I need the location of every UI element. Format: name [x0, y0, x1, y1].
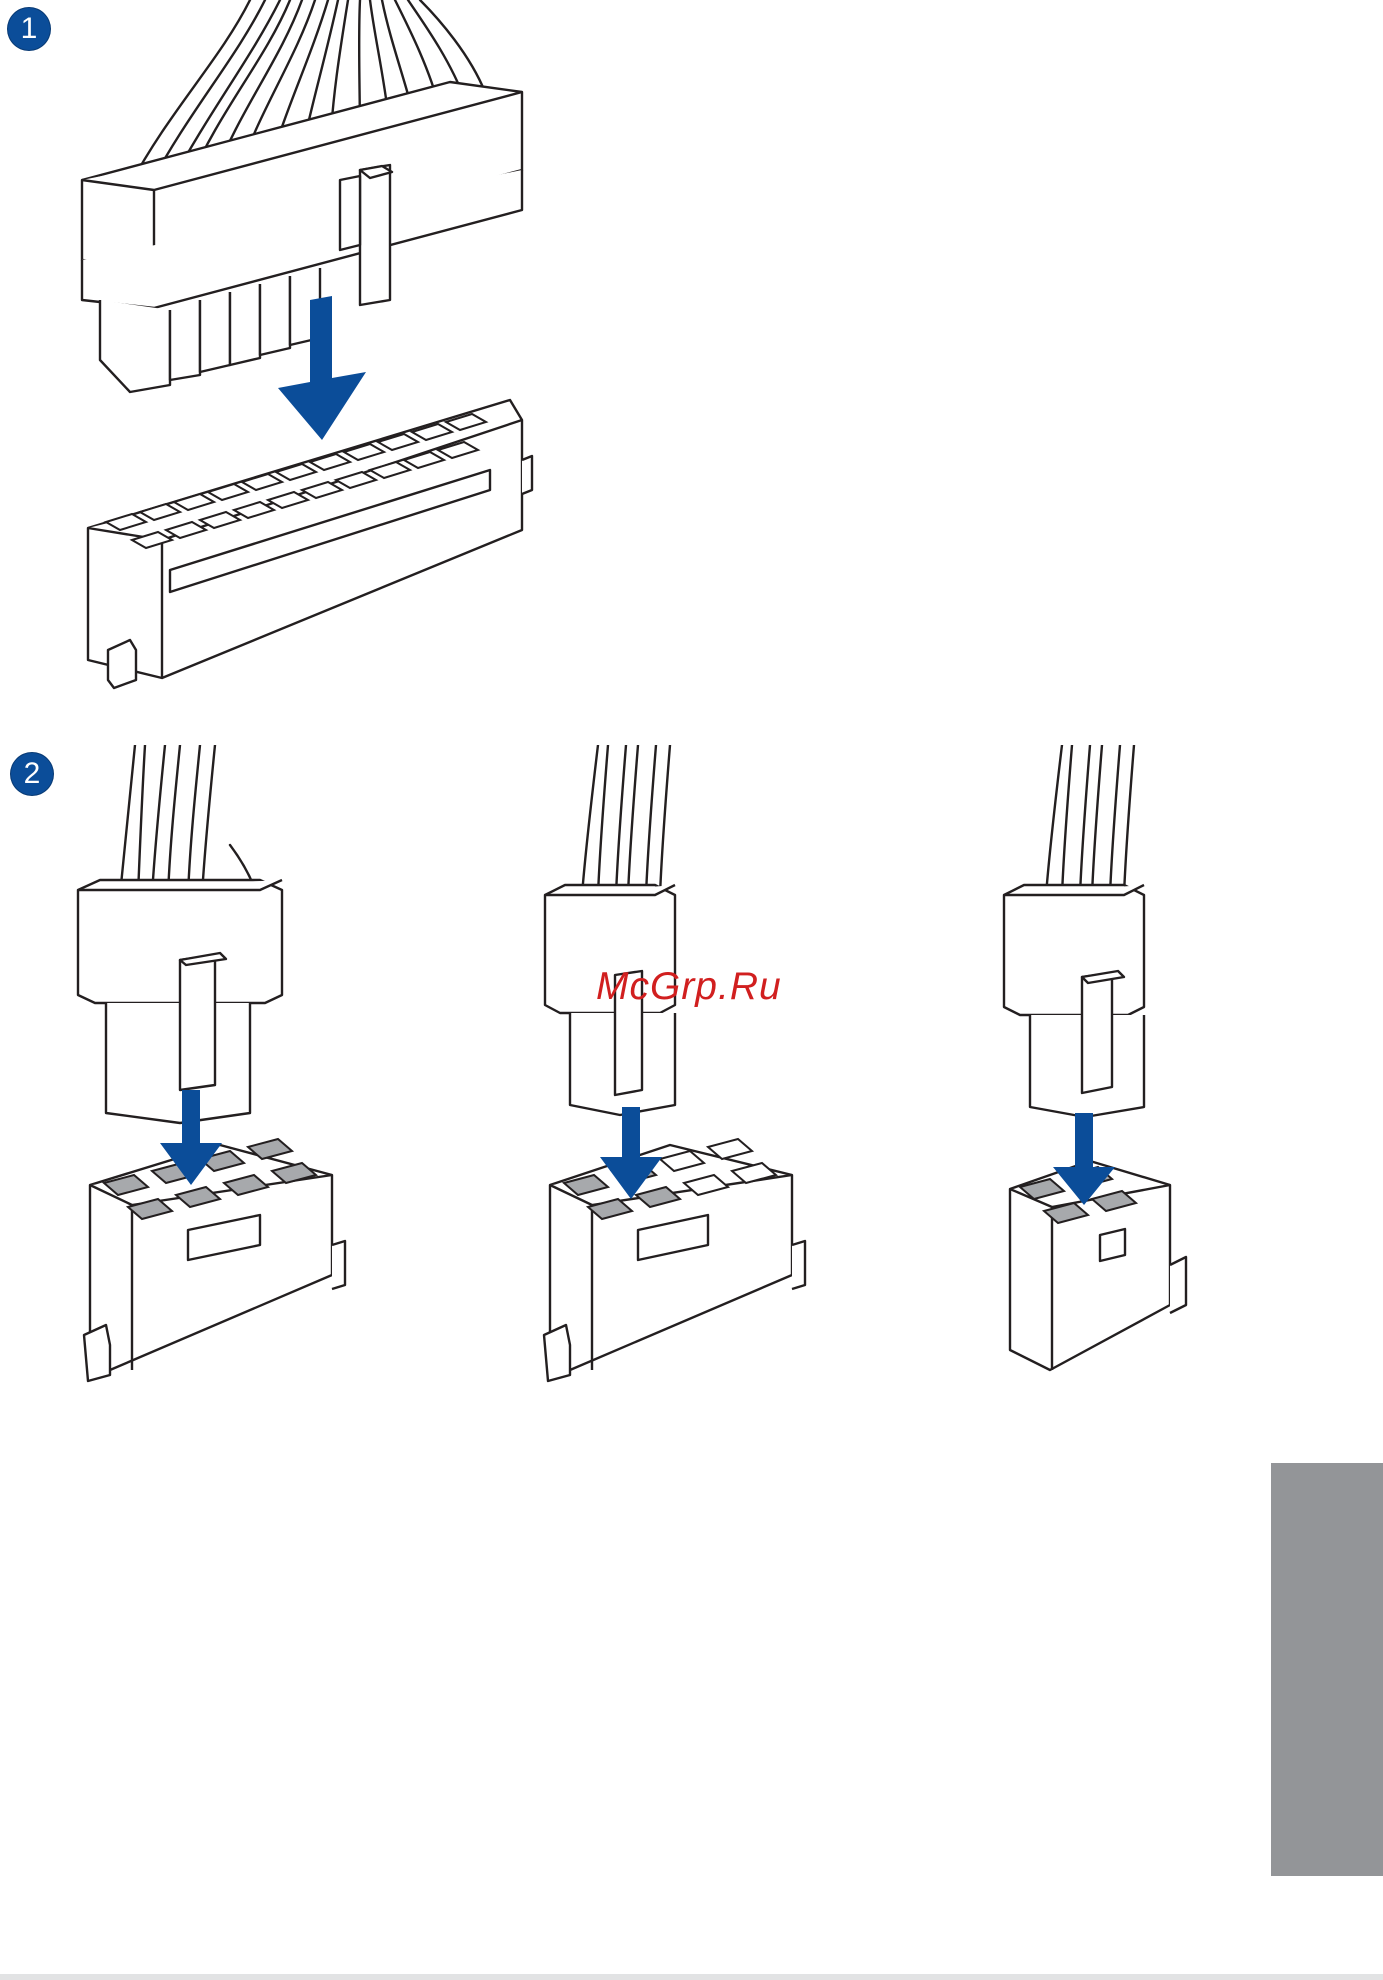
step-2-badge: 2 — [11, 753, 53, 795]
atx-cable-plug — [82, 82, 522, 392]
eps-8pin-cable-plug — [78, 880, 282, 1123]
eps-8pin-socket — [84, 1139, 345, 1381]
pcie-6plus2-socket — [544, 1139, 805, 1381]
pcie-6plus2-illustration — [530, 745, 820, 1385]
pcie-6plus2-cable-wires — [582, 745, 670, 895]
atx-motherboard-socket — [88, 400, 532, 688]
eps-8pin-illustration — [70, 745, 360, 1385]
atx-4pin-illustration — [990, 745, 1220, 1385]
step-1-badge: 1 — [8, 8, 50, 50]
atx-4pin-cable-plug — [1004, 885, 1144, 1117]
atx-4pin-cable-wires — [1046, 745, 1134, 895]
bottom-divider — [0, 1974, 1383, 1980]
atx-4pin-socket — [1010, 1161, 1186, 1370]
watermark: McGrp.Ru — [596, 965, 782, 1009]
chapter-side-tab — [1271, 1463, 1383, 1876]
atx-24pin-illustration — [70, 0, 550, 700]
